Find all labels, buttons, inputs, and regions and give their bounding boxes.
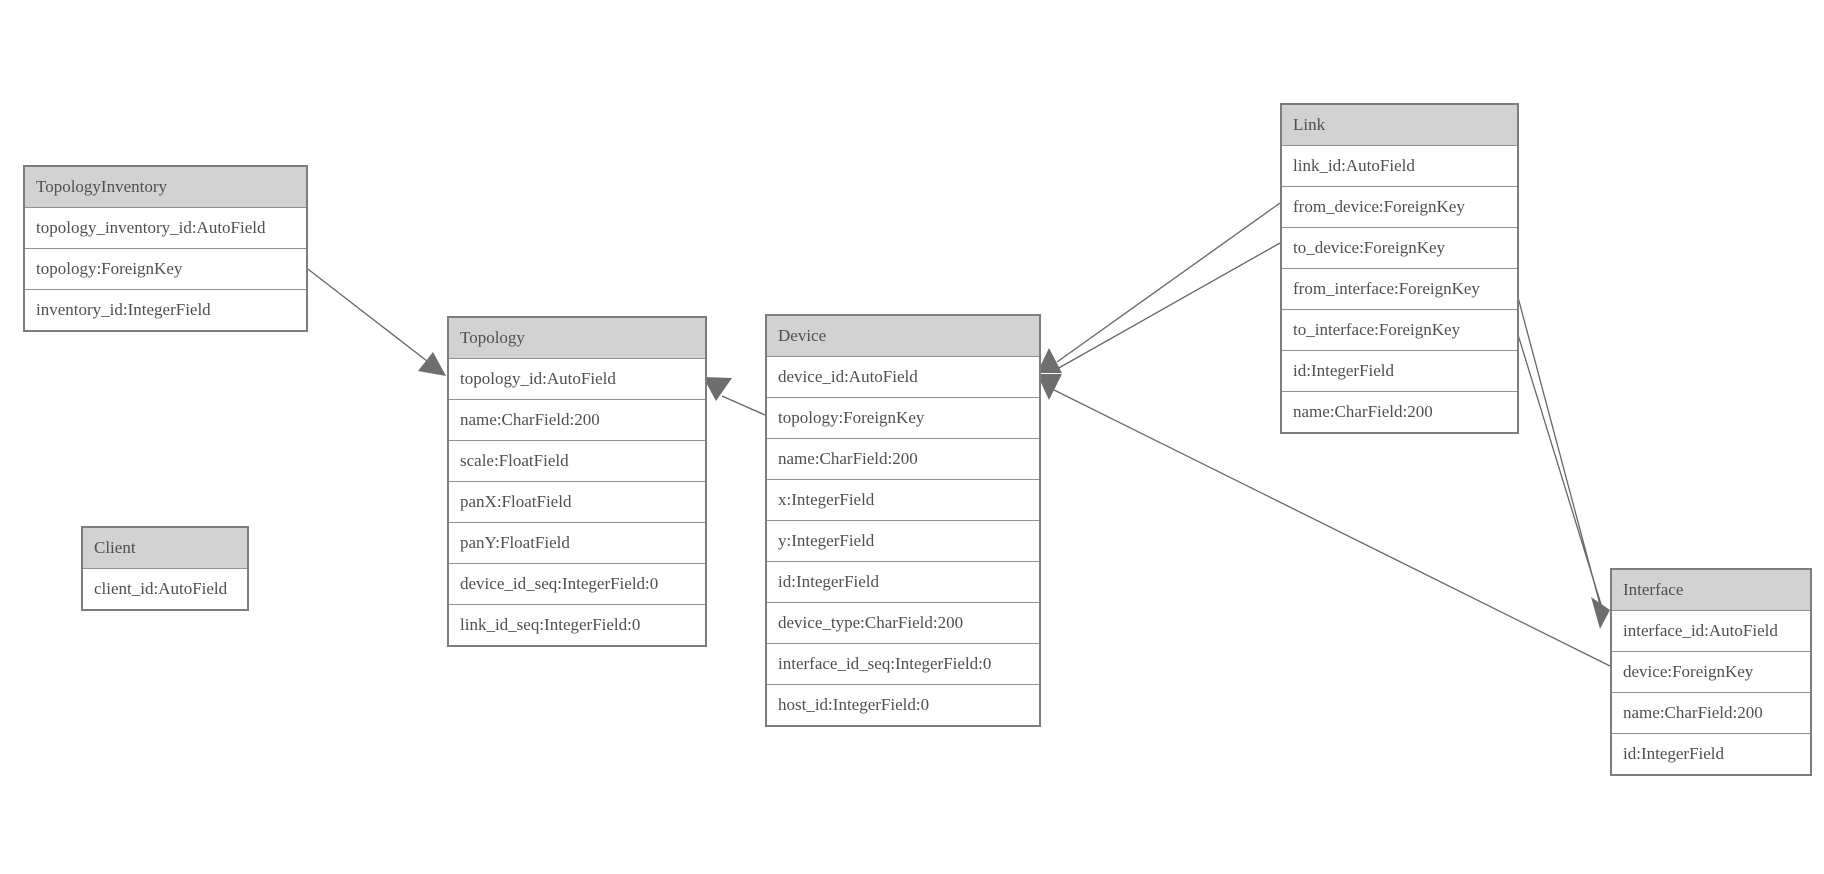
field-row-topology-inventory: inventory_id:IntegerField <box>25 289 306 330</box>
edge-topologyinventory-topology <box>303 265 437 369</box>
field-row-link: from_interface:ForeignKey <box>1282 268 1517 309</box>
field-row-interface: name:CharField:200 <box>1612 692 1810 733</box>
edge-link-from_device-device <box>1056 202 1281 363</box>
field-row-device: y:IntegerField <box>767 520 1039 561</box>
edge-link-to_device-device <box>1056 242 1281 370</box>
field-row-device: id:IntegerField <box>767 561 1039 602</box>
arrowhead-into-device-lower <box>1037 374 1062 400</box>
field-row-interface: interface_id:AutoField <box>1612 610 1810 651</box>
arrowhead-into-interface <box>1591 597 1610 629</box>
field-row-link: id:IntegerField <box>1282 350 1517 391</box>
field-row-link: name:CharField:200 <box>1282 391 1517 432</box>
entity-title-topology: Topology <box>449 318 705 358</box>
entity-title-topology-inventory: TopologyInventory <box>25 167 306 207</box>
field-row-client: client_id:AutoField <box>83 568 247 609</box>
field-row-device: interface_id_seq:IntegerField:0 <box>767 643 1039 684</box>
field-row-topology: link_id_seq:IntegerField:0 <box>449 604 705 645</box>
field-row-topology: topology_id:AutoField <box>449 358 705 399</box>
edge-link-from_interface-interface <box>1514 285 1603 613</box>
edge-interface-device <box>1049 387 1611 667</box>
arrowhead-into-topology-right <box>703 377 732 401</box>
field-row-link: to_device:ForeignKey <box>1282 227 1517 268</box>
field-row-link: link_id:AutoField <box>1282 145 1517 186</box>
field-row-topology: name:CharField:200 <box>449 399 705 440</box>
field-row-link: from_device:ForeignKey <box>1282 186 1517 227</box>
field-row-device: x:IntegerField <box>767 479 1039 520</box>
entity-title-link: Link <box>1282 105 1517 145</box>
field-row-topology: panX:FloatField <box>449 481 705 522</box>
arrowhead-into-device-upper <box>1037 348 1062 373</box>
field-row-device: topology:ForeignKey <box>767 397 1039 438</box>
entity-title-device: Device <box>767 316 1039 356</box>
edge-device-topology <box>721 395 766 416</box>
field-row-interface: id:IntegerField <box>1612 733 1810 774</box>
field-row-device: name:CharField:200 <box>767 438 1039 479</box>
field-row-device: host_id:IntegerField:0 <box>767 684 1039 725</box>
edge-link-to_interface-interface <box>1514 324 1605 615</box>
field-row-link: to_interface:ForeignKey <box>1282 309 1517 350</box>
entity-title-interface: Interface <box>1612 570 1810 610</box>
arrowhead-into-topology-left <box>418 352 446 376</box>
field-row-topology-inventory: topology_inventory_id:AutoField <box>25 207 306 248</box>
field-row-device: device_id:AutoField <box>767 356 1039 397</box>
entity-title-client: Client <box>83 528 247 568</box>
field-row-topology: device_id_seq:IntegerField:0 <box>449 563 705 604</box>
field-row-interface: device:ForeignKey <box>1612 651 1810 692</box>
field-row-topology: scale:FloatField <box>449 440 705 481</box>
field-row-topology-inventory: topology:ForeignKey <box>25 248 306 289</box>
field-row-device: device_type:CharField:200 <box>767 602 1039 643</box>
field-row-topology: panY:FloatField <box>449 522 705 563</box>
